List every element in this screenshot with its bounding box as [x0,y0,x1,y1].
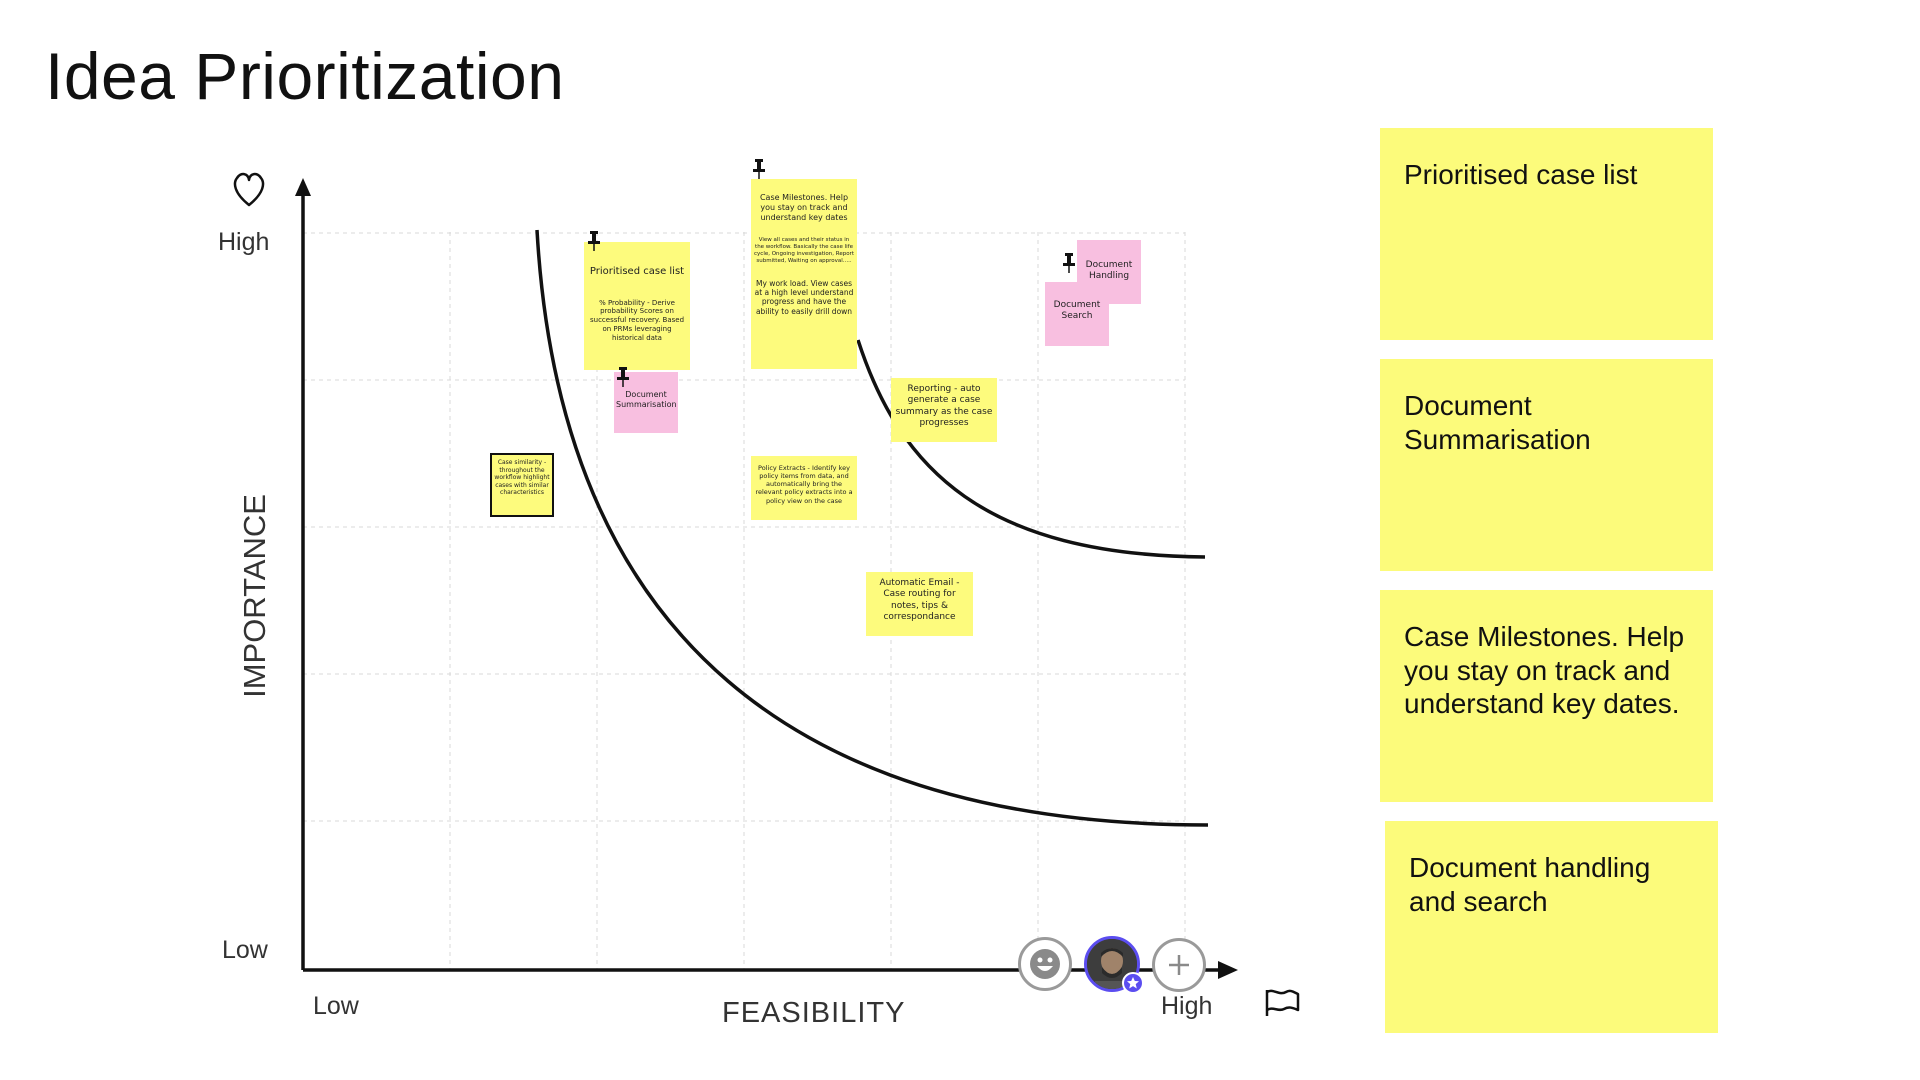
sticky-doc-handling-text: Document Handling [1085,260,1133,282]
sticky-case-similarity-text: Case similarity - throughout the workflo… [494,459,550,496]
smiley-icon [1030,949,1060,979]
priority-curve-outer [856,339,1206,559]
sticky-auto-email-text: Automatic Email - Case routing for notes… [879,578,960,622]
avatar[interactable] [1084,936,1140,992]
sticky-milestones-body: View all cases and their status in the w… [754,237,854,264]
reaction-button[interactable] [1018,937,1072,991]
side-note-text: Document handling and search [1409,852,1651,917]
side-note-document-handling[interactable]: Document handling and search [1385,821,1718,1033]
sticky-doc-summ-text: Document Summarisation [616,390,677,409]
sticky-doc-search-text: Document Search [1053,300,1101,322]
plus-icon [1169,955,1189,975]
y-axis-arrow [295,178,311,196]
sticky-case-milestones[interactable]: Case Milestones. Help you stay on track … [751,179,857,369]
y-axis-title: IMPORTANCE [237,494,272,698]
sticky-document-search[interactable]: Document Search [1045,282,1109,346]
side-note-text: Case Milestones. Help you stay on track … [1404,621,1685,720]
pin-icon [753,159,765,179]
sticky-milestones-title: Case Milestones. Help you stay on track … [759,193,849,222]
x-axis-low-label: Low [313,992,360,1020]
x-axis-arrow [1218,961,1238,979]
side-note-text: Prioritised case list [1404,159,1638,190]
side-note-document-summarisation[interactable]: Document Summarisation [1380,359,1713,571]
page-title: Idea Prioritization [45,39,565,113]
pin-icon [617,367,629,387]
sticky-reporting[interactable]: Reporting - auto generate a case summary… [891,378,997,442]
heart-icon [233,172,265,207]
side-note-prioritised-case-list[interactable]: Prioritised case list [1380,128,1713,340]
sticky-prioritised-title: Prioritised case list [589,266,685,277]
sticky-policy-extracts-text: Policy Extracts - Identify key policy it… [755,464,853,505]
x-axis-title: FEASIBILITY [722,997,905,1029]
sticky-case-similarity[interactable]: Case similarity - throughout the workflo… [490,453,554,517]
flag-icon [1265,989,1300,1016]
add-collaborator-button[interactable] [1152,938,1206,992]
sticky-prioritised-case-list[interactable]: Prioritised case list % Probability - De… [584,242,690,370]
priority-curve-inner [535,229,1209,827]
sticky-milestones-extra: My work load. View cases at a high level… [754,278,854,316]
user-photo [1087,939,1137,989]
sticky-policy-extracts[interactable]: Policy Extracts - Identify key policy it… [751,456,857,520]
sticky-prioritised-body: % Probability - Derive probability Score… [589,298,685,342]
pin-icon [588,231,600,251]
side-note-text: Document Summarisation [1404,390,1591,455]
y-axis-low-label: Low [222,936,269,964]
sticky-document-summarisation[interactable]: Document Summarisation [614,372,678,433]
star-icon [1122,972,1144,994]
sticky-reporting-text: Reporting - auto generate a case summary… [895,384,993,428]
y-axis-high-label: High [218,228,269,256]
x-axis-high-label: High [1161,992,1212,1020]
side-note-case-milestones[interactable]: Case Milestones. Help you stay on track … [1380,590,1713,802]
pin-icon [1063,253,1075,273]
sticky-automatic-email[interactable]: Automatic Email - Case routing for notes… [866,572,973,636]
